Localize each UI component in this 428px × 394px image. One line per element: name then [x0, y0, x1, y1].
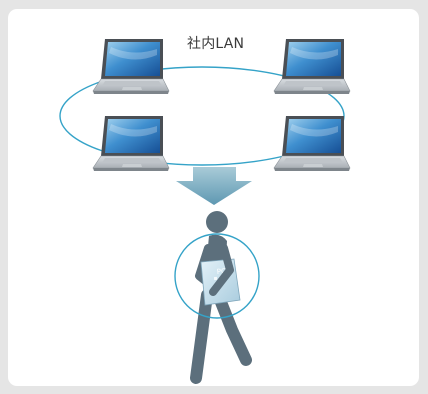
- lan-label: 社内LAN: [183, 36, 249, 52]
- down-arrow-icon: [176, 167, 252, 205]
- pc-label: PC: [216, 267, 226, 276]
- person-front-arm: [209, 244, 234, 296]
- laptop-top-left-icon: [92, 38, 170, 95]
- laptop-bottom-right-icon: [273, 115, 351, 172]
- laptop-top-right-icon: [273, 38, 351, 95]
- laptop-bottom-left-icon: [92, 115, 170, 172]
- highlight-circle: [174, 233, 260, 319]
